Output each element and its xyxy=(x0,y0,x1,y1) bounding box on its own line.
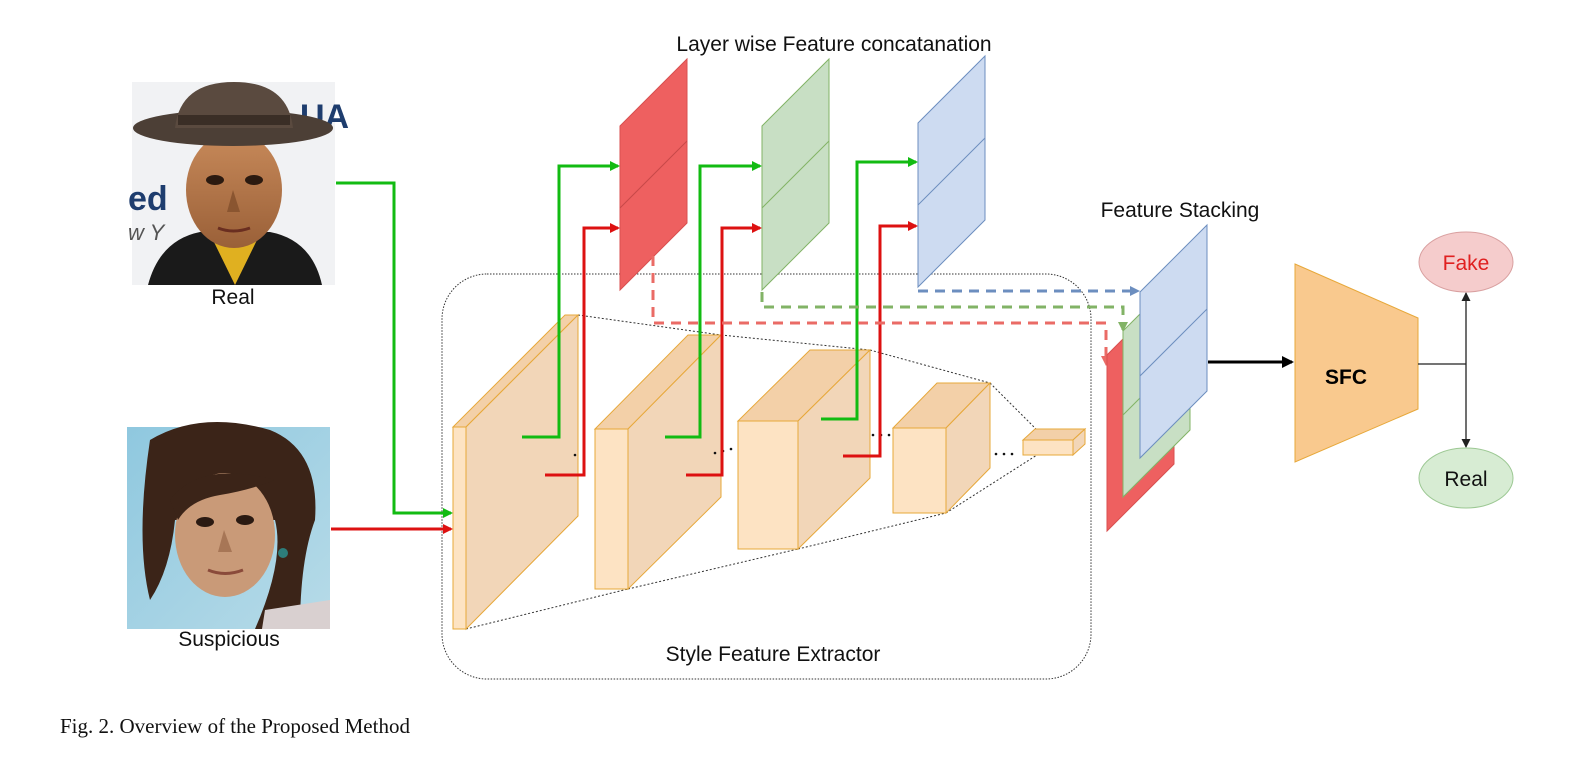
real-input-label: Real xyxy=(211,286,254,309)
svg-text:w Y: w Y xyxy=(128,220,166,245)
suspicious-feature-arrows xyxy=(545,221,918,477)
figure-caption: Fig. 2. Overview of the Proposed Method xyxy=(60,714,410,738)
conv-block-3 xyxy=(736,348,872,551)
concatenation-title: Layer wise Feature concatanation xyxy=(676,33,991,56)
feature-map-blue xyxy=(917,54,986,289)
feature-map-green xyxy=(761,57,830,292)
sfc-label: SFC xyxy=(1325,366,1367,389)
fake-output-node: Fake xyxy=(1418,231,1514,293)
green-map-route xyxy=(760,292,1128,332)
fake-output-label: Fake xyxy=(1443,252,1490,275)
conv-block-2 xyxy=(593,333,723,591)
conv-block-5 xyxy=(1021,427,1087,457)
conv-block-1 xyxy=(451,313,580,631)
svg-text:ed: ed xyxy=(128,180,168,218)
suspicious-face-image xyxy=(127,422,330,629)
stacking-title: Feature Stacking xyxy=(1101,199,1260,222)
red-map-route xyxy=(651,256,1111,366)
real-feature-arrows xyxy=(522,157,918,439)
real-face-image: UA ed w Y xyxy=(128,82,349,285)
stacked-map-blue xyxy=(1139,223,1208,460)
block-connector-lines xyxy=(465,314,1038,630)
conv-block-4 xyxy=(891,381,992,515)
feature-map-red xyxy=(619,57,688,292)
output-connectors xyxy=(1418,292,1471,448)
suspicious-input-label: Suspicious xyxy=(178,628,280,651)
real-output-label: Real xyxy=(1444,468,1487,491)
real-output-node: Real xyxy=(1418,447,1514,509)
style-feature-extractor-label: Style Feature Extractor xyxy=(666,643,881,666)
sfc-classifier-block xyxy=(1294,263,1419,463)
real-input-arrow xyxy=(336,181,453,518)
